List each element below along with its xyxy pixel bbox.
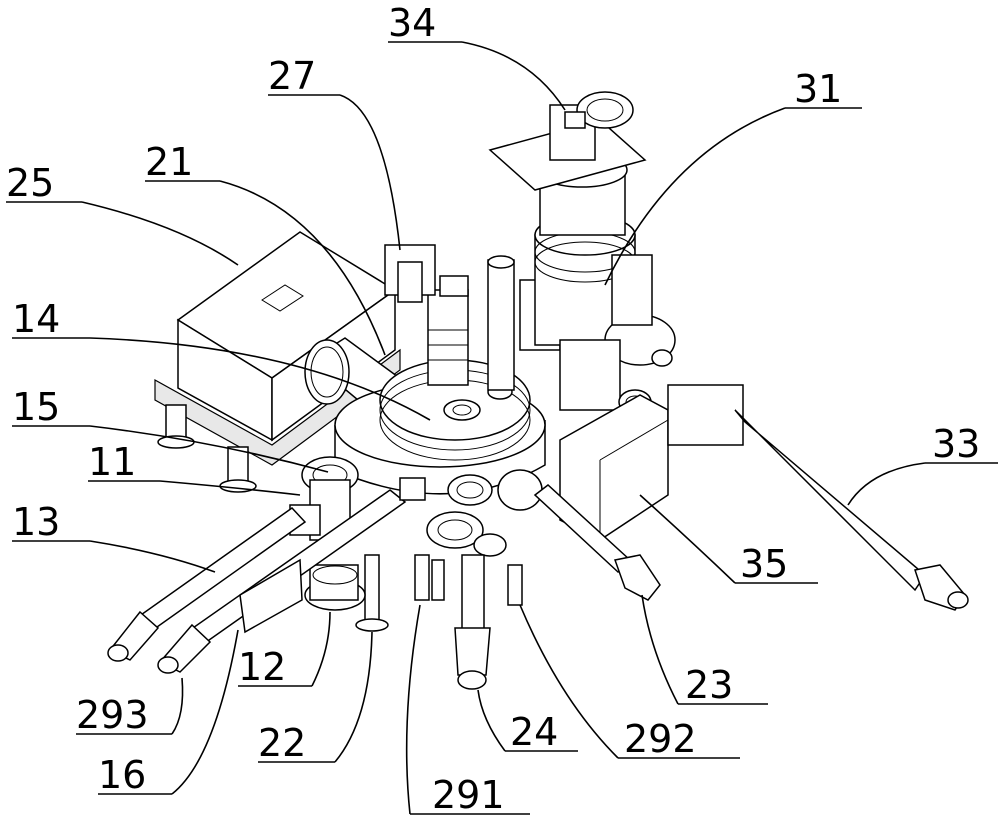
label-292: 292	[519, 604, 740, 761]
upper-tower	[488, 91, 647, 346]
arm-13	[107, 507, 307, 662]
svg-text:15: 15	[12, 385, 60, 429]
label-21: 21	[145, 140, 386, 356]
svg-text:23: 23	[685, 663, 733, 707]
label-14: 14	[12, 297, 431, 421]
svg-text:31: 31	[794, 67, 842, 111]
svg-text:13: 13	[12, 500, 60, 544]
svg-text:35: 35	[740, 542, 788, 586]
label-24: 24	[477, 689, 578, 754]
label-291: 291	[405, 604, 530, 817]
label-22: 22	[258, 631, 373, 765]
label-293: 293	[76, 677, 184, 737]
label-11: 11	[88, 440, 301, 496]
label-35: 35	[639, 494, 818, 586]
arm-33	[667, 384, 969, 611]
label-34: 34	[388, 1, 566, 111]
label-23: 23	[641, 594, 768, 707]
svg-text:27: 27	[268, 54, 316, 98]
svg-text:11: 11	[88, 440, 136, 484]
svg-text:21: 21	[145, 140, 193, 184]
svg-text:25: 25	[6, 161, 54, 205]
svg-text:14: 14	[12, 297, 60, 341]
label-12: 12	[238, 611, 331, 689]
reference-labels: 34 27 31 21 25 14	[6, 1, 998, 817]
svg-text:33: 33	[932, 422, 980, 466]
label-25: 25	[6, 161, 239, 266]
label-15: 15	[12, 385, 329, 473]
svg-text:24: 24	[510, 710, 558, 754]
svg-text:293: 293	[76, 693, 149, 737]
svg-text:22: 22	[258, 721, 306, 765]
arm-23	[497, 469, 661, 601]
apparatus-drawing	[107, 91, 969, 690]
lower-right-block	[559, 394, 669, 541]
svg-text:292: 292	[624, 717, 697, 761]
svg-text:34: 34	[388, 1, 436, 45]
label-16: 16	[98, 629, 239, 797]
label-31: 31	[604, 67, 862, 286]
label-33: 33	[847, 422, 998, 506]
rod-24	[454, 554, 491, 690]
label-13: 13	[12, 500, 216, 573]
svg-text:12: 12	[238, 645, 286, 689]
svg-text:16: 16	[98, 753, 146, 797]
label-27: 27	[268, 54, 401, 251]
svg-text:291: 291	[432, 773, 505, 817]
